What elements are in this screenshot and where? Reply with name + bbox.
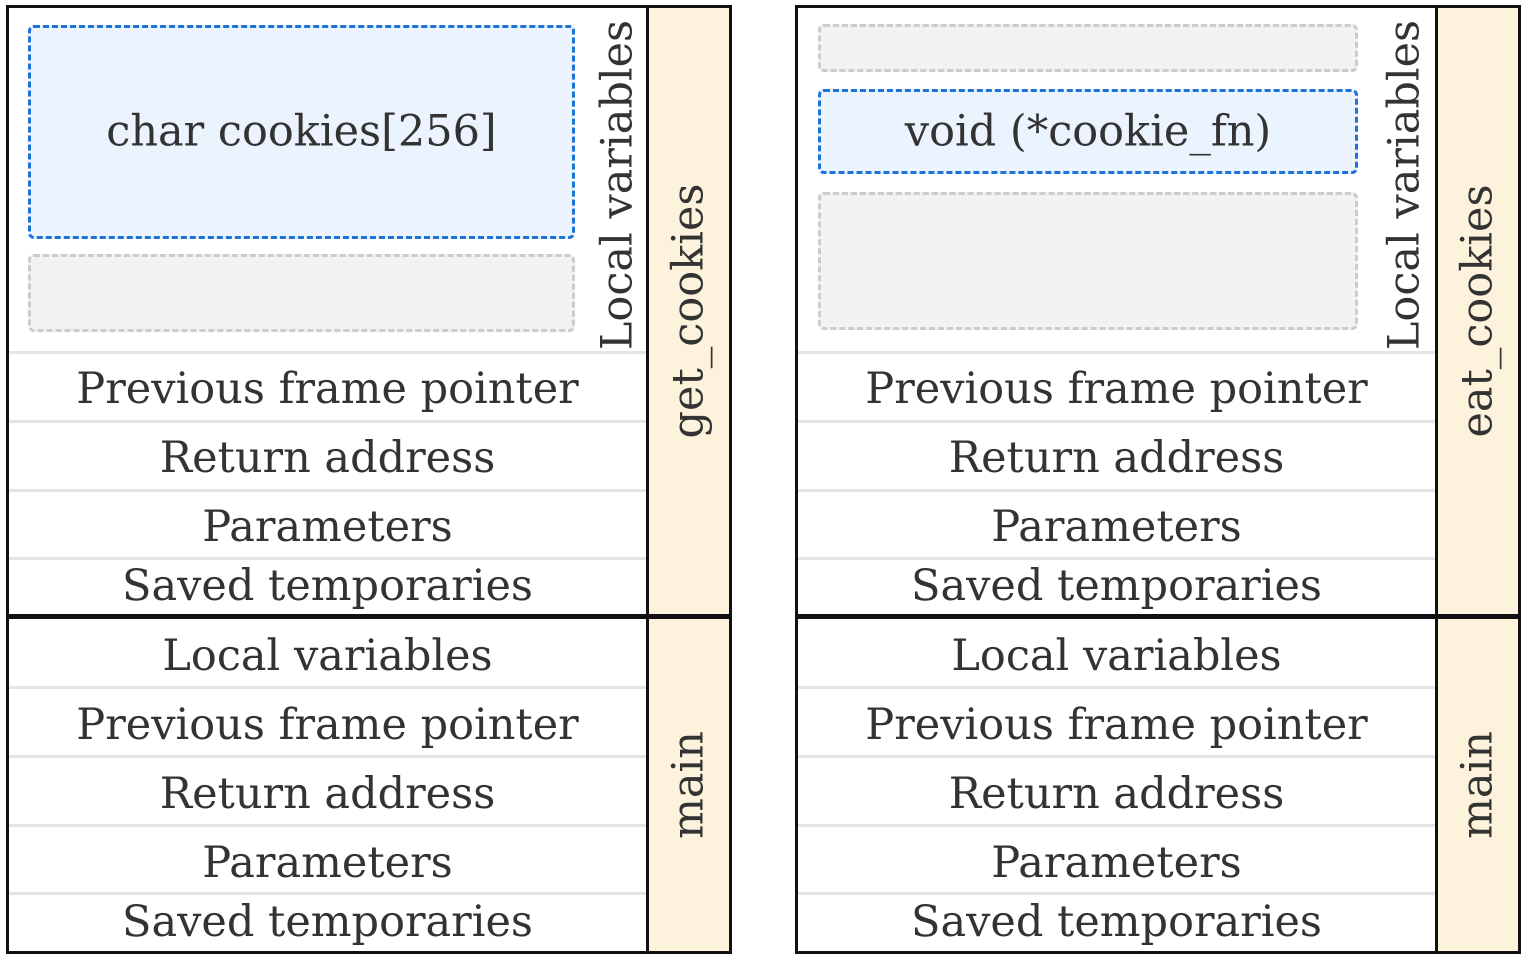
eat-cookies-frame: void (*cookie_fn) Local variables Previo… bbox=[795, 5, 1438, 617]
row-divider bbox=[9, 351, 646, 354]
parameters-row: Parameters bbox=[991, 502, 1242, 552]
previous-frame-pointer-row: Previous frame pointer bbox=[865, 364, 1368, 414]
main-label-column-right: main bbox=[1435, 616, 1521, 954]
saved-temporaries-row: Saved temporaries bbox=[122, 897, 533, 947]
row-divider bbox=[798, 420, 1435, 423]
return-address-row: Return address bbox=[948, 769, 1285, 819]
cookie-fn-pointer-label: void (*cookie_fn) bbox=[904, 106, 1272, 156]
return-address-row: Return address bbox=[159, 433, 496, 483]
get-cookies-label-column: get_cookies bbox=[646, 5, 732, 617]
main-frame-left: Local variables Previous frame pointer R… bbox=[6, 616, 649, 954]
parameters-row: Parameters bbox=[202, 838, 453, 888]
local-variables-vertical-label: Local variables bbox=[592, 19, 643, 351]
parameters-row: Parameters bbox=[991, 838, 1242, 888]
eat-cookies-label-column: eat_cookies bbox=[1435, 5, 1521, 617]
row-divider bbox=[798, 489, 1435, 492]
saved-temporaries-row: Saved temporaries bbox=[911, 897, 1322, 947]
return-address-row: Return address bbox=[948, 433, 1285, 483]
return-address-row: Return address bbox=[159, 769, 496, 819]
row-divider bbox=[798, 755, 1435, 758]
row-divider bbox=[9, 755, 646, 758]
parameters-row: Parameters bbox=[202, 502, 453, 552]
main-label-column-left: main bbox=[646, 616, 732, 954]
main-label: main bbox=[663, 731, 714, 839]
row-divider bbox=[798, 557, 1435, 560]
right-stack-diagram: void (*cookie_fn) Local variables Previo… bbox=[790, 0, 1527, 958]
saved-temporaries-row: Saved temporaries bbox=[122, 561, 533, 611]
get-cookies-label: get_cookies bbox=[663, 183, 714, 439]
local-variables-row: Local variables bbox=[951, 631, 1282, 681]
left-stack-diagram: char cookies[256] Local variables Previo… bbox=[0, 0, 740, 958]
cookies-buffer-label: char cookies[256] bbox=[106, 106, 497, 157]
cookie-fn-pointer-box: void (*cookie_fn) bbox=[818, 89, 1358, 174]
row-divider bbox=[9, 686, 646, 689]
row-divider bbox=[798, 824, 1435, 827]
local-variables-vertical-label: Local variables bbox=[1379, 19, 1430, 351]
row-divider bbox=[9, 489, 646, 492]
cookies-buffer-box: char cookies[256] bbox=[28, 25, 575, 239]
get-cookies-frame: char cookies[256] Local variables Previo… bbox=[6, 5, 649, 617]
previous-frame-pointer-row: Previous frame pointer bbox=[76, 700, 579, 750]
local-variables-row: Local variables bbox=[162, 631, 493, 681]
main-frame-right: Local variables Previous frame pointer R… bbox=[795, 616, 1438, 954]
previous-frame-pointer-row: Previous frame pointer bbox=[865, 700, 1368, 750]
local-variable-placeholder-box bbox=[818, 24, 1358, 72]
row-divider bbox=[9, 892, 646, 895]
row-divider bbox=[9, 557, 646, 560]
row-divider bbox=[9, 824, 646, 827]
row-divider bbox=[798, 892, 1435, 895]
local-variable-placeholder-box bbox=[28, 254, 575, 332]
row-divider bbox=[798, 686, 1435, 689]
row-divider bbox=[9, 420, 646, 423]
eat-cookies-label: eat_cookies bbox=[1452, 184, 1503, 438]
row-divider bbox=[798, 351, 1435, 354]
local-variable-placeholder-box bbox=[818, 192, 1358, 330]
main-label: main bbox=[1452, 731, 1503, 839]
previous-frame-pointer-row: Previous frame pointer bbox=[76, 364, 579, 414]
saved-temporaries-row: Saved temporaries bbox=[911, 561, 1322, 611]
